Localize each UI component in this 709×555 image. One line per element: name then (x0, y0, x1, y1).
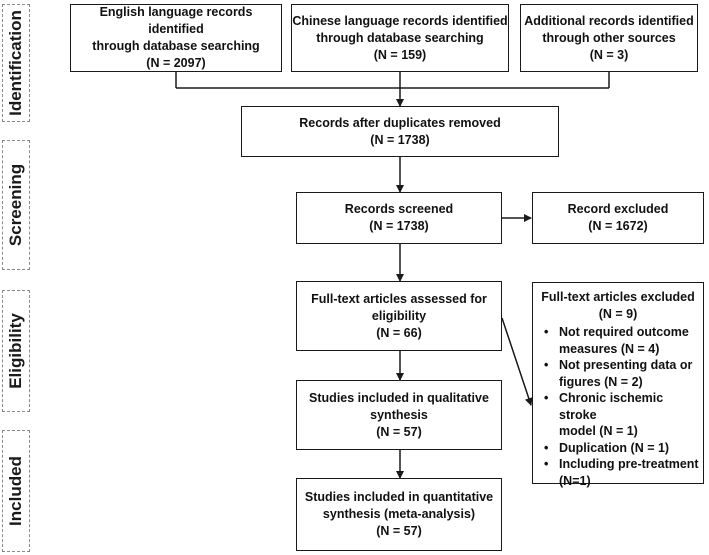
chinese-records-line1: Chinese language records identified (292, 13, 508, 28)
arrow-to-fulltext-excluded (501, 317, 533, 406)
qualitative-synthesis-count: (N = 57) (376, 424, 422, 439)
records-excluded-line1: Record excluded (567, 202, 669, 216)
stage-screening: Screening (2, 140, 30, 270)
exclusion-reason-text: model (N = 1) (559, 424, 638, 438)
fulltext-assessed-line1: Full-text articles assessed for (311, 291, 487, 306)
bullet: • (544, 325, 549, 339)
qualitative-synthesis-box: Studies included in qualitative synthesi… (296, 380, 502, 450)
english-records-line1: English language records identified (99, 5, 253, 36)
quantitative-synthesis-box: Studies included in quantitative synthes… (296, 478, 502, 551)
exclusion-reason-item: • Not presenting data or figures (N = 2) (537, 357, 699, 390)
bullet: • (544, 391, 549, 405)
exclusion-reason-text: Duplication (N = 1) (559, 440, 670, 455)
exclusion-reason-text: Not required outcome (559, 325, 689, 339)
stage-eligibility: Eligibility (2, 290, 30, 412)
exclusion-reason-item: • Chronic ischemic stroke model (N = 1) (537, 390, 699, 440)
exclusion-reason-text: (N=1) (559, 473, 591, 488)
duplicates-removed-box: Records after duplicates removed (N = 17… (241, 106, 559, 157)
fulltext-assessed-line2: eligibility (371, 308, 427, 323)
fulltext-excluded-count: (N = 9) (598, 306, 638, 321)
fulltext-excluded-title: Full-text articles excluded (541, 290, 695, 304)
chinese-records-line2: through database searching (316, 30, 484, 45)
records-screened-box: Records screened (N = 1738) (296, 192, 502, 244)
records-excluded-box: Record excluded (N = 1672) (532, 192, 704, 244)
additional-records-box: Additional records identified through ot… (520, 4, 698, 72)
english-records-line2: through database searching (92, 39, 260, 53)
records-screened-line1: Records screened (344, 202, 454, 216)
chinese-records-count: (N = 159) (373, 47, 427, 62)
records-excluded-count: (N = 1672) (588, 219, 648, 233)
exclusion-reason-item: • Duplication (N = 1) (537, 440, 699, 457)
bullet: • (544, 457, 549, 471)
stage-identification: Identification (2, 4, 30, 122)
duplicates-removed-count: (N = 1738) (370, 132, 430, 147)
duplicates-removed-line1: Records after duplicates removed (299, 115, 501, 130)
records-screened-count: (N = 1738) (369, 219, 429, 233)
quantitative-synthesis-line1: Studies included in quantitative (304, 490, 494, 504)
fulltext-assessed-box: Full-text articles assessed for eligibil… (296, 281, 502, 351)
qualitative-synthesis-line1: Studies included in qualitative (309, 390, 489, 405)
exclusion-reason-text: measures (N = 4) (559, 341, 660, 356)
exclusion-reasons-list: • Not required outcome measures (N = 4) … (537, 324, 699, 489)
exclusion-reason-text: Not presenting data or (559, 358, 693, 372)
quantitative-synthesis-count: (N = 57) (376, 524, 422, 538)
english-records-box: English language records identified thro… (70, 4, 282, 72)
fulltext-excluded-box: Full-text articles excluded (N = 9) • No… (532, 282, 704, 488)
additional-records-count: (N = 3) (589, 47, 629, 62)
english-records-count: (N = 2097) (146, 56, 206, 70)
chinese-records-box: Chinese language records identified thro… (291, 4, 509, 72)
exclusion-reason-item: • Including pre-treatment (N=1) (537, 456, 699, 489)
fulltext-assessed-count: (N = 66) (376, 325, 422, 340)
exclusion-reason-text: Including pre-treatment (559, 457, 699, 471)
bullet: • (544, 358, 549, 372)
qualitative-synthesis-line2: synthesis (370, 407, 428, 422)
quantitative-synthesis-line2: synthesis (meta-analysis) (322, 507, 476, 521)
exclusion-reason-item: • Not required outcome measures (N = 4) (537, 324, 699, 357)
additional-records-line1: Additional records identified (524, 13, 694, 28)
exclusion-reason-text: Chronic ischemic stroke (559, 391, 664, 422)
additional-records-line2: through other sources (542, 30, 676, 45)
bullet: • (544, 440, 549, 455)
exclusion-reason-text: figures (N = 2) (559, 374, 643, 389)
stage-included: Included (2, 430, 30, 552)
